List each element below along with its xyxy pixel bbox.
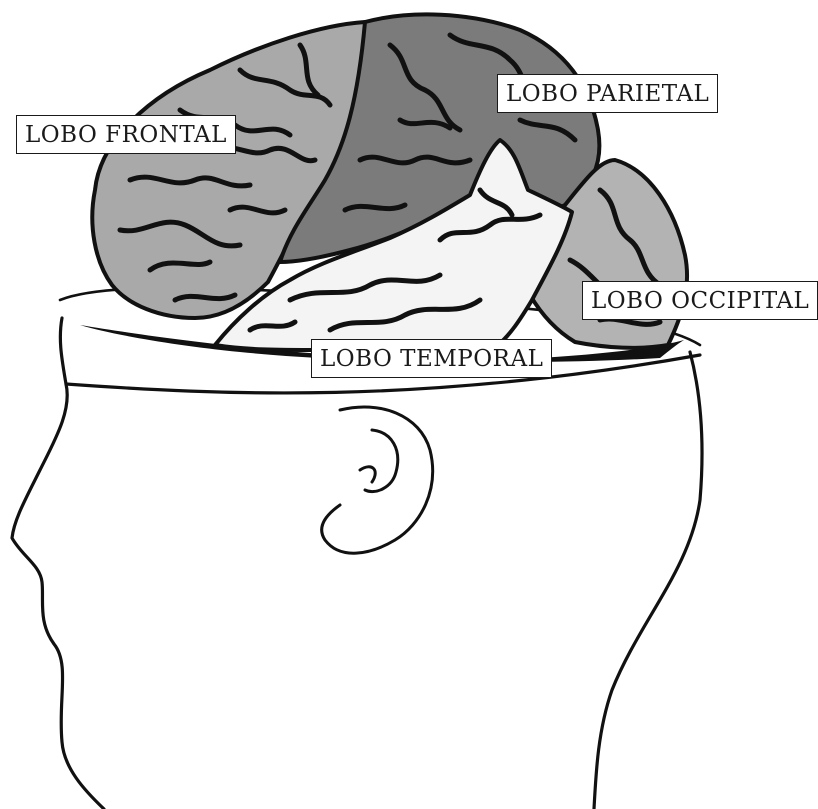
label-parietal-lobe: LOBO PARIETAL — [497, 74, 718, 113]
label-occipital-lobe: LOBO OCCIPITAL — [582, 281, 818, 320]
label-frontal-lobe: LOBO FRONTAL — [16, 115, 236, 154]
ear-outline — [322, 407, 433, 553]
label-temporal-lobe: LOBO TEMPORAL — [311, 339, 552, 378]
